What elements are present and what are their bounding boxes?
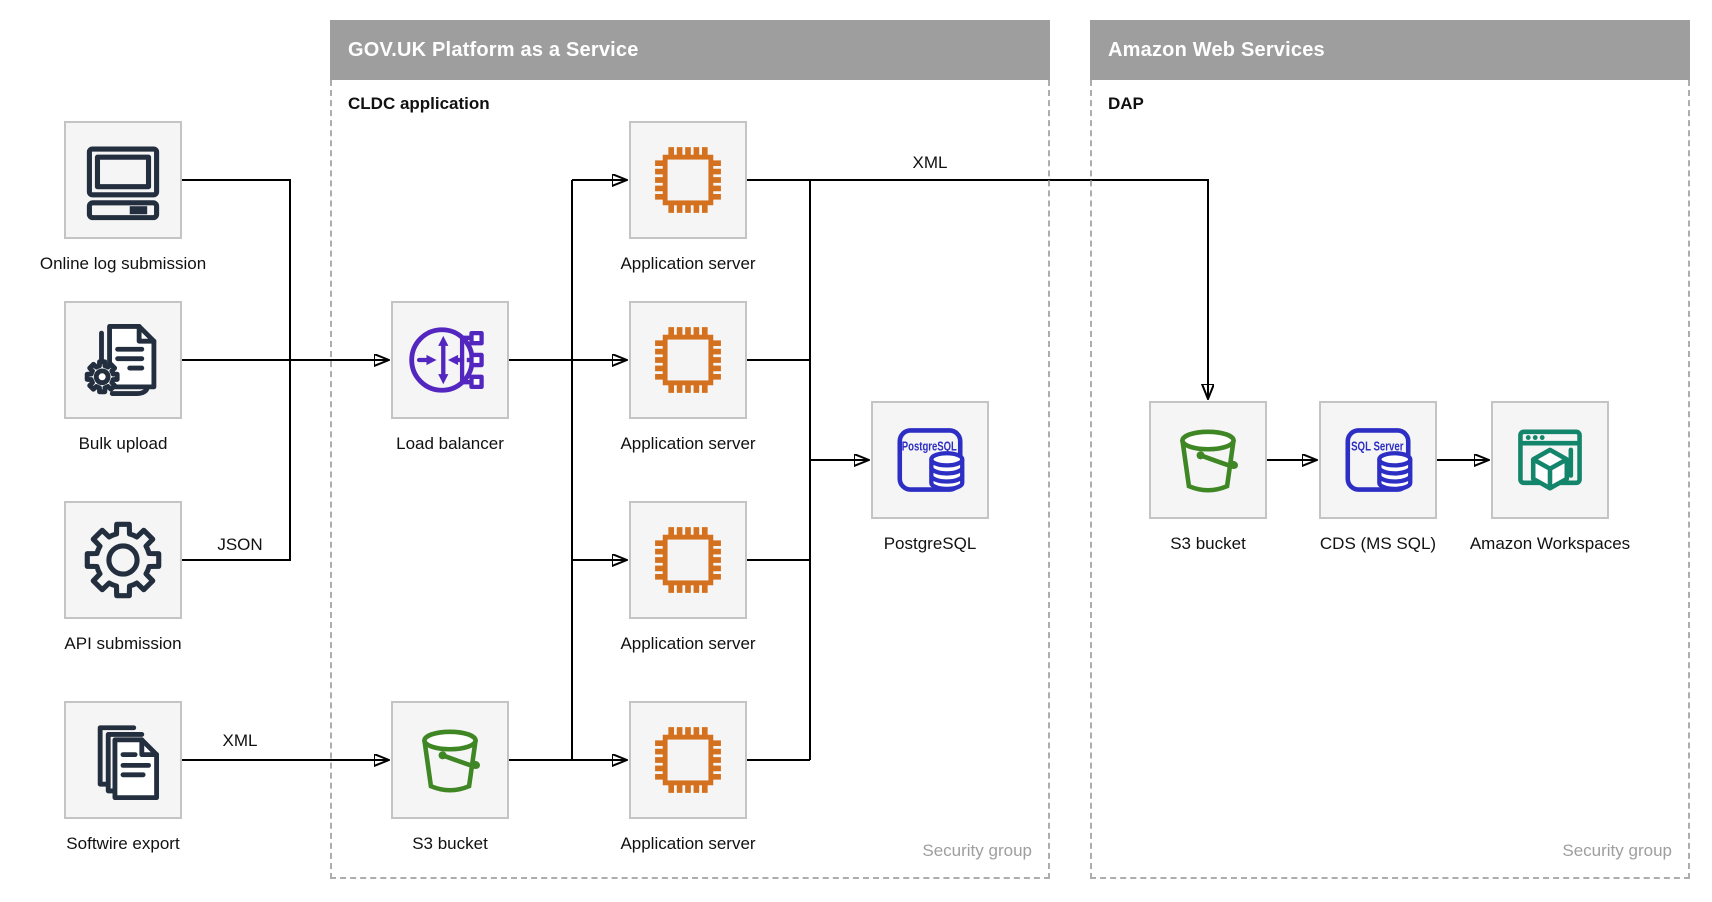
node-label: Bulk upload — [78, 434, 168, 453]
database-icon: PostgreSQL — [897, 428, 965, 492]
node-label: Application server — [620, 834, 756, 853]
node-label: PostgreSQL — [883, 534, 977, 553]
node-s3-bucket-cldc: S3 bucket — [391, 701, 509, 853]
node-label: Application server — [620, 254, 756, 273]
workspaces-window-icon — [1518, 429, 1582, 491]
gear-icon — [80, 517, 166, 603]
node-application-server-2: Application server — [620, 301, 756, 453]
govuk-region-body: CLDC application Security group — [330, 80, 1050, 879]
node-application-server-4: Application server — [620, 701, 756, 853]
node-label: Online log submission — [39, 254, 207, 273]
sql-server-icon-text: SQL Server — [1351, 439, 1403, 454]
load-balancer-icon — [409, 327, 484, 393]
node-label: Softwire export — [66, 834, 180, 853]
edge-label-xml-aws: XML — [912, 153, 948, 172]
monitor-icon — [86, 146, 160, 221]
aws-region-body: DAP Security group — [1090, 80, 1690, 879]
postgresql-icon-text: PostgreSQL — [902, 439, 957, 454]
govuk-paas-region: GOV.UK Platform as a Service CLDC applic… — [330, 20, 1050, 879]
bucket-icon — [1180, 429, 1238, 493]
node-label: Application server — [620, 434, 756, 453]
node-application-server-1: Application server — [620, 121, 756, 273]
aws-region: Amazon Web Services DAP Security group — [1090, 20, 1690, 879]
govuk-security-group-label: Security group — [922, 841, 1032, 860]
node-load-balancer: Load balancer — [391, 301, 509, 453]
node-amazon-workspaces: Amazon Workspaces — [1470, 401, 1630, 553]
node-label: CDS (MS SQL) — [1319, 534, 1437, 553]
cldc-application-label: CLDC application — [348, 94, 490, 113]
bucket-icon — [422, 729, 480, 793]
chip-icon — [655, 727, 721, 793]
node-cds-mssql: SQL Server CDS (MS SQL) — [1319, 401, 1437, 553]
edge-label-xml-softwire: XML — [222, 731, 258, 750]
node-postgresql: PostgreSQL PostgreSQL — [871, 401, 989, 553]
node-label: S3 bucket — [1170, 534, 1246, 553]
edge-label-json: JSON — [217, 535, 263, 554]
aws-region-title: Amazon Web Services — [1108, 39, 1325, 61]
node-application-server-3: Application server — [620, 501, 756, 653]
document-stack-icon — [97, 725, 160, 801]
chip-icon — [655, 327, 721, 393]
sql-server-database-icon: SQL Server — [1345, 428, 1413, 492]
node-label: Application server — [620, 634, 756, 653]
dap-label: DAP — [1108, 94, 1144, 113]
chip-icon — [655, 527, 721, 593]
node-label: S3 bucket — [412, 834, 488, 853]
node-bulk-upload: Bulk upload — [64, 301, 182, 453]
document-gear-icon — [80, 323, 157, 397]
edge-sources-junction — [182, 179, 291, 561]
chip-icon — [655, 147, 721, 213]
govuk-region-title: GOV.UK Platform as a Service — [348, 39, 639, 61]
node-label: Amazon Workspaces — [1469, 534, 1631, 553]
node-softwire-export: Softwire export — [64, 701, 182, 853]
node-online-log-submission: Online log submission — [40, 121, 206, 273]
node-api-submission: API submission — [64, 501, 182, 653]
aws-region-header: Amazon Web Services — [1090, 20, 1690, 80]
node-label: API submission — [64, 634, 182, 653]
node-s3-bucket-aws: S3 bucket — [1149, 401, 1267, 553]
govuk-region-header: GOV.UK Platform as a Service — [330, 20, 1050, 80]
node-label: Load balancer — [396, 434, 504, 453]
aws-security-group-label: Security group — [1562, 841, 1672, 860]
